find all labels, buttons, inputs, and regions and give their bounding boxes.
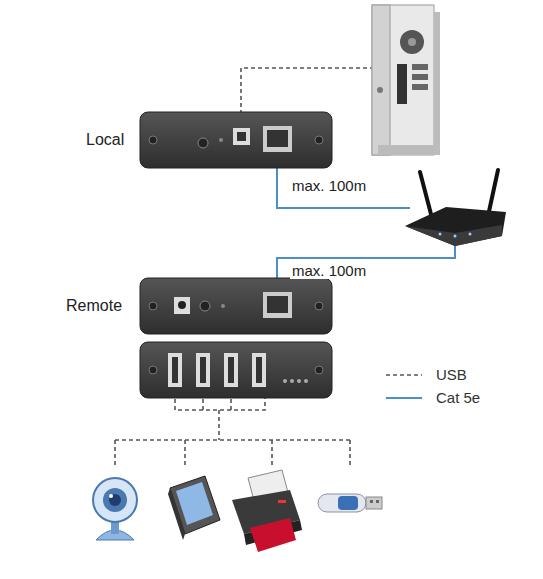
cable-length: max. 100m: [290, 262, 368, 279]
legend-text: USB: [436, 366, 467, 383]
cable-length: max. 100m: [290, 177, 368, 194]
legend-text: Cat 5e: [436, 389, 480, 406]
device-unit: Remote: [60, 278, 332, 334]
device-unit: Local: [80, 112, 332, 168]
router: [405, 170, 506, 246]
usb-cable: [115, 68, 372, 468]
remote-unit: [140, 278, 332, 334]
unit-label: Local: [86, 131, 124, 149]
usb-stick: [318, 494, 382, 512]
local-unit: [140, 112, 332, 168]
legend-cat5e-sample: [386, 397, 422, 399]
legend-usb-sample: [386, 374, 422, 376]
remote-usb-ports: [140, 342, 332, 398]
unit-label: Remote: [66, 297, 122, 315]
computer-tower: [372, 5, 440, 155]
webcam: [93, 478, 137, 540]
tablet: [168, 476, 220, 540]
printer: [232, 470, 302, 552]
